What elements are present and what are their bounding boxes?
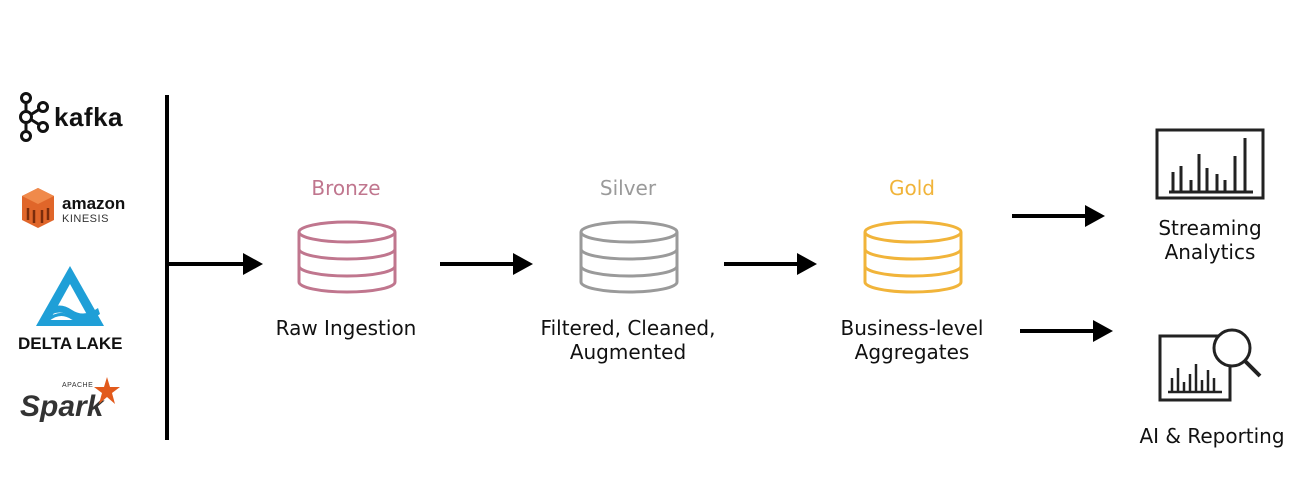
- kinesis-subtext: KINESIS: [62, 213, 109, 225]
- tier-label-line: Aggregates: [854, 340, 970, 364]
- sources-column: kafka amazon KINESIS DELTA LAKE APACHE S…: [0, 80, 160, 450]
- spark-logo: APACHE Spark: [18, 376, 148, 436]
- database-icon-gold: [863, 220, 963, 294]
- analytics-chart-icon: [1155, 128, 1265, 200]
- spark-text: Spark: [20, 390, 104, 423]
- tier-label-line: Business-level: [840, 316, 984, 340]
- delta-lake-icon: [36, 266, 104, 326]
- output-label-streaming: Streaming Analytics: [1110, 216, 1295, 264]
- kinesis-amazon-text: amazon: [62, 194, 126, 213]
- delta-lake-logo: DELTA LAKE: [14, 264, 144, 354]
- arrowhead: [513, 253, 533, 275]
- output-label-line: Analytics: [1164, 240, 1256, 264]
- tier-title-bronze: Bronze: [311, 176, 381, 200]
- source-collector-line: [165, 95, 169, 440]
- tier-label-bronze: Raw Ingestion: [226, 316, 466, 340]
- kafka-text: kafka: [54, 102, 123, 132]
- aws-kinesis-icon: [22, 188, 54, 228]
- tier-label-line: Raw Ingestion: [275, 316, 417, 340]
- tier-title-silver: Silver: [599, 176, 657, 200]
- tier-label-silver: Filtered, Cleaned, Augmented: [508, 316, 748, 364]
- delta-lake-text: DELTA LAKE: [18, 334, 123, 353]
- output-label-ai-reporting: AI & Reporting: [1112, 424, 1295, 448]
- kinesis-logo: amazon KINESIS: [16, 184, 146, 234]
- tier-label-gold: Business-level Aggregates: [792, 316, 1032, 364]
- database-icon-silver: [579, 220, 679, 294]
- report-search-icon: [1158, 328, 1262, 402]
- arrowhead: [243, 253, 263, 275]
- output-label-line: AI & Reporting: [1139, 424, 1285, 448]
- tier-label-line: Augmented: [569, 340, 687, 364]
- arrowhead: [1093, 320, 1113, 342]
- tier-label-line: Filtered, Cleaned,: [540, 316, 716, 340]
- database-icon-bronze: [297, 220, 397, 294]
- arrowhead: [1085, 205, 1105, 227]
- kafka-logo: kafka: [16, 92, 146, 142]
- spark-star-icon: [94, 377, 120, 404]
- output-label-line: Streaming: [1158, 216, 1262, 240]
- arrowhead: [797, 253, 817, 275]
- kafka-icon: [19, 92, 49, 142]
- tier-title-gold: Gold: [889, 176, 935, 200]
- spark-apache-subtext: APACHE: [62, 382, 94, 389]
